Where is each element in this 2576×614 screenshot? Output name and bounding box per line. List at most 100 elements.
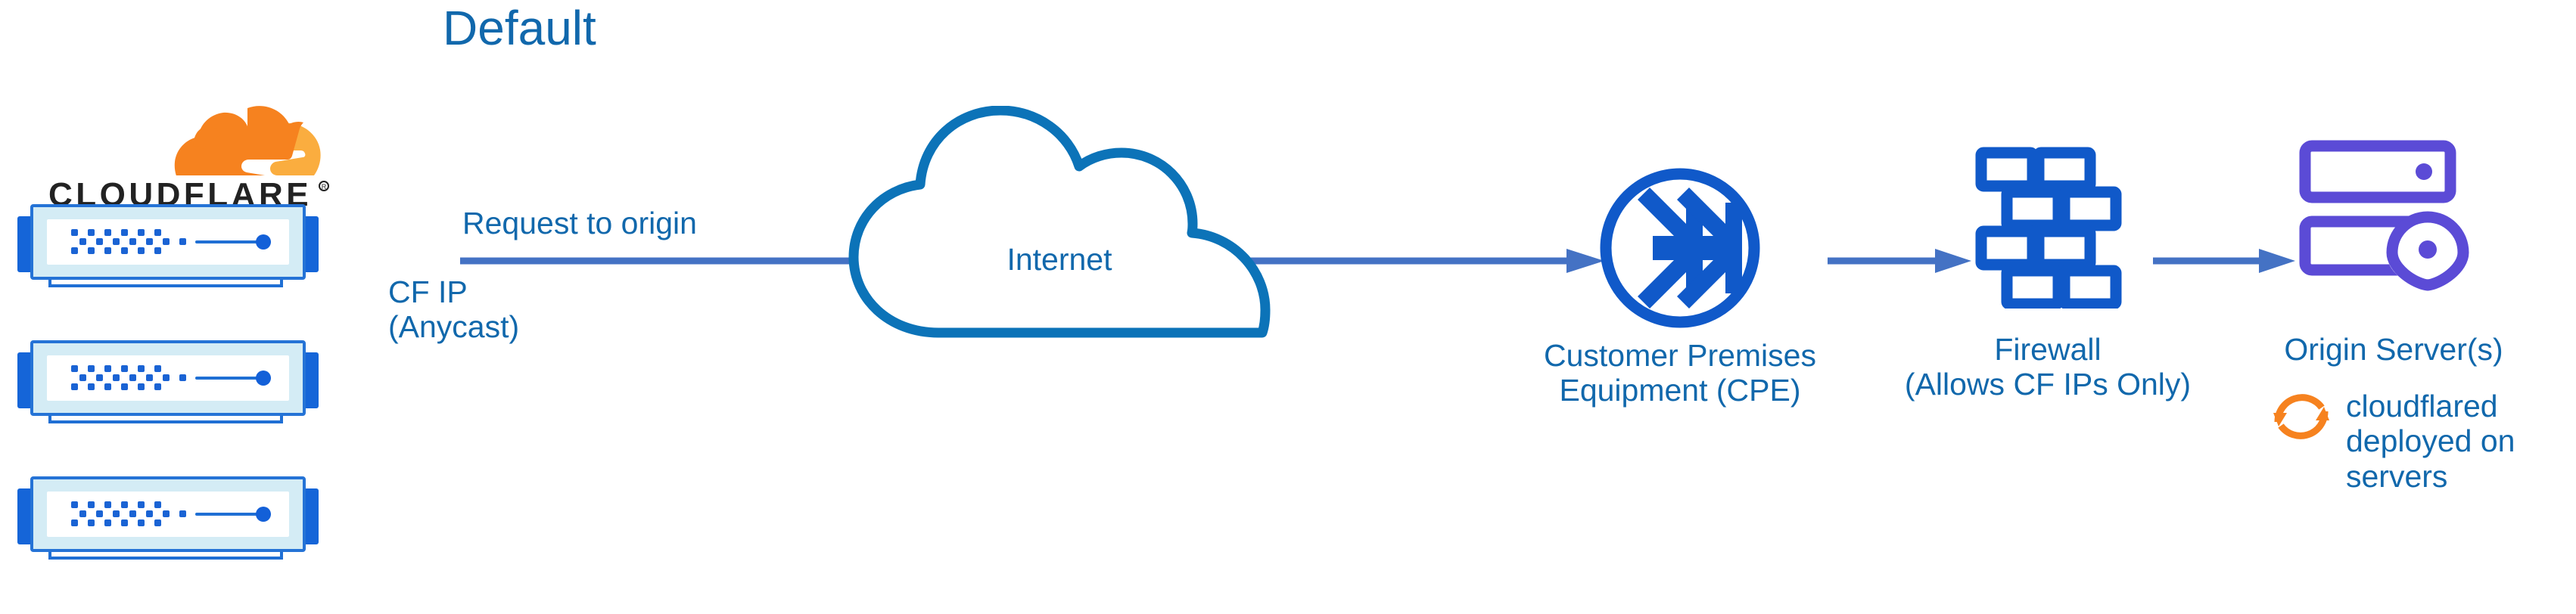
cloudflared-note-line-2: deployed on (2346, 423, 2515, 459)
cloud-outline-icon (848, 105, 1271, 338)
server-vent-dot (104, 247, 111, 254)
server-vent-dot (154, 247, 161, 254)
server-vent-dot (129, 510, 136, 517)
server-shell (30, 204, 306, 280)
server-vent-dot (88, 247, 95, 254)
server-vent-dot (163, 238, 170, 245)
server-vent-dot (138, 247, 145, 254)
server-vent-dot (179, 238, 186, 245)
server-vent-dot (71, 519, 78, 526)
server-vent-dot (113, 510, 120, 517)
server-vent-dot (154, 519, 161, 526)
server-vent-dot (71, 501, 78, 508)
server-vent-dot (179, 510, 186, 517)
server-vent-dot (96, 374, 103, 381)
server-vent-dot (96, 238, 103, 245)
server-vent-dot (104, 383, 111, 390)
cpe-caption-line-2: Equipment (CPE) (1559, 372, 1801, 408)
server-vent-grid (71, 229, 186, 255)
server-vent-dot (71, 229, 78, 236)
cf-ip-anycast-label: CF IP (Anycast) (388, 274, 520, 345)
request-to-origin-label: Request to origin (462, 206, 697, 240)
cloudflared-note: cloudflared deployed on servers (2269, 383, 2576, 494)
origin-caption-line-1: Origin Server(s) (2284, 332, 2503, 367)
server-vent-dot (121, 247, 128, 254)
server-vent-dot (79, 238, 86, 245)
server-vent-dot (146, 510, 153, 517)
server-face (47, 355, 289, 401)
origin-node (2299, 140, 2481, 291)
origin-caption: Origin Server(s) (2269, 332, 2518, 367)
server-vent-dot (88, 501, 95, 508)
server-vent-dot (71, 365, 78, 372)
server-vent-dot (138, 383, 145, 390)
server-face (47, 492, 289, 537)
server-vent-dot (104, 229, 111, 236)
server-vent-dot (129, 238, 136, 245)
server-vent-grid (71, 365, 186, 391)
arrow-cpe-to-firewall (1828, 249, 1971, 273)
server-rack-3 (14, 475, 322, 566)
cf-ip-line-2: (Anycast) (388, 309, 520, 344)
server-slot (195, 240, 271, 243)
cpe-node (1597, 165, 1763, 331)
server-rack-2 (14, 339, 322, 429)
server-vent-dot (138, 229, 145, 236)
sync-refresh-icon (2273, 394, 2329, 439)
server-led-icon (256, 507, 271, 522)
server-rack-1 (14, 203, 322, 293)
server-vent-dot (121, 383, 128, 390)
cloudflare-cloud-icon (174, 106, 321, 175)
server-vent-dot (138, 365, 145, 372)
server-vent-dot (79, 510, 86, 517)
server-vent-dot (121, 519, 128, 526)
cloudflared-note-line-3: servers (2346, 458, 2448, 494)
server-vent-dot (104, 501, 111, 508)
server-vent-dot (113, 374, 120, 381)
svg-text:R: R (322, 183, 327, 191)
server-vent-dot (113, 238, 120, 245)
cpe-caption: Customer Premises Equipment (CPE) (1518, 338, 1842, 408)
server-vent-dot (121, 501, 128, 508)
server-vent-dot (146, 238, 153, 245)
server-vent-dot (88, 519, 95, 526)
cloudflared-note-line-1: cloudflared (2346, 389, 2498, 423)
server-vent-dot (88, 229, 95, 236)
server-vent-dot (71, 247, 78, 254)
server-vent-dot (179, 374, 186, 381)
firewall-caption-line-1: Firewall (1994, 332, 2102, 367)
internet-label: Internet (1006, 242, 1112, 277)
server-vent-dot (138, 501, 145, 508)
server-led-icon (256, 371, 271, 386)
cloudflare-logo: CLOUDFLARE R (15, 106, 333, 216)
server-vent-dot (154, 501, 161, 508)
server-vent-dot (154, 229, 161, 236)
server-vent-dot (129, 374, 136, 381)
server-vent-dot (79, 374, 86, 381)
server-vent-dot (154, 365, 161, 372)
firewall-caption: Firewall (Allows CF IPs Only) (1892, 332, 2204, 402)
server-vent-dot (163, 510, 170, 517)
cpe-caption-line-1: Customer Premises (1544, 338, 1816, 373)
firewall-caption-line-2: (Allows CF IPs Only) (1904, 366, 2192, 402)
server-vent-dot (146, 374, 153, 381)
cloudflared-note-text: cloudflared deployed on servers (2346, 383, 2515, 494)
origin-server-pin-icon (2299, 140, 2469, 291)
server-led-icon (256, 234, 271, 250)
server-vent-dot (163, 374, 170, 381)
server-vent-dot (138, 519, 145, 526)
server-vent-dot (71, 383, 78, 390)
server-vent-dot (104, 519, 111, 526)
server-vent-dot (96, 510, 103, 517)
server-vent-dot (88, 365, 95, 372)
cf-ip-line-1: CF IP (388, 274, 468, 309)
firewall-node (1971, 144, 2123, 310)
server-vent-dot (88, 383, 95, 390)
server-shell (30, 340, 306, 416)
page-title: Default (443, 1, 596, 55)
server-face (47, 219, 289, 265)
server-vent-dot (104, 365, 111, 372)
arrow-firewall-to-origin (2153, 249, 2295, 273)
router-icon (1600, 168, 1760, 328)
